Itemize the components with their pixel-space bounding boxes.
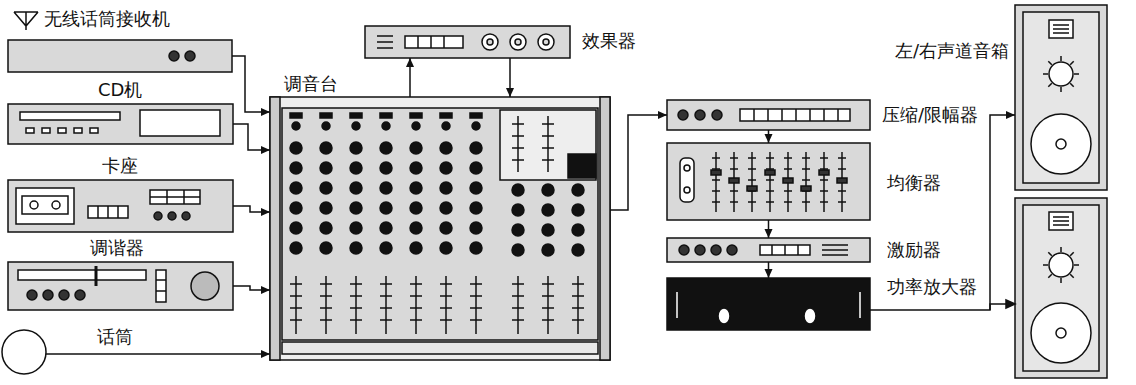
signal-arrow — [870, 115, 1015, 310]
device-label: 效果器 — [580, 30, 638, 52]
cd-player: CD机 — [8, 104, 233, 144]
device-label: 调谐器 — [88, 237, 146, 259]
power-amplifier: 功率放大器 — [667, 278, 870, 330]
equalizer-unit: 均衡器 — [667, 143, 870, 220]
signal-arrow — [409, 58, 411, 97]
device-label: 话筒 — [95, 326, 135, 348]
mixing-console: 调音台 — [270, 97, 610, 360]
device-label: 激励器 — [885, 239, 943, 261]
compressor-limiter: 压缩/限幅器 — [667, 100, 870, 130]
signal-arrow — [233, 286, 270, 290]
microphone: 话筒 — [2, 330, 46, 374]
signal-arrow — [610, 115, 667, 210]
tuner-unit: 调谐器 — [8, 262, 233, 310]
device-label: 压缩/限幅器 — [880, 104, 980, 126]
signal-arrow — [768, 262, 770, 278]
signal-arrow — [233, 206, 270, 212]
signal-arrow — [509, 58, 511, 97]
device-label: 功率放大器 — [885, 276, 979, 298]
signal-arrow — [768, 220, 770, 238]
device-label: CD机 — [96, 79, 144, 101]
device-label: 无线话筒接收机 — [42, 8, 172, 30]
device-label: 卡座 — [100, 155, 140, 177]
signal-arrow — [46, 353, 270, 355]
signal-arrow — [233, 124, 270, 150]
speaker-cabinet: 左/右声道音箱 — [1015, 5, 1107, 190]
signal-arrow — [768, 130, 770, 143]
device-label: 调音台 — [282, 73, 340, 95]
receiver-unit: 无线话筒接收机 — [8, 40, 232, 72]
effects-unit: 效果器 — [365, 26, 570, 58]
exciter-unit: 激励器 — [667, 238, 870, 262]
device-label: 均衡器 — [885, 172, 943, 194]
signal-arrow — [232, 56, 270, 112]
device-label: 左/右声道音箱 — [893, 40, 1011, 62]
cassette-deck: 卡座 — [8, 180, 233, 232]
